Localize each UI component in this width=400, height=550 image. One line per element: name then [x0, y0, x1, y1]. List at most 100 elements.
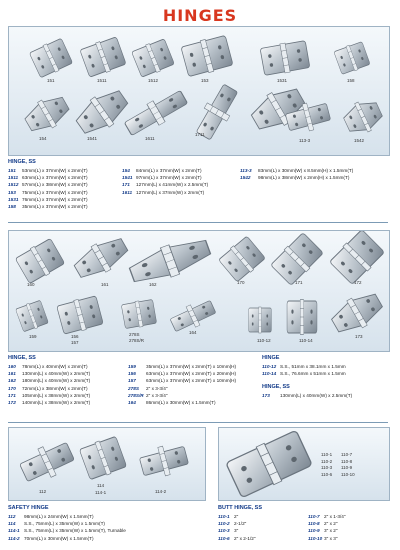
part-dimensions: 3" x 3"	[324, 535, 338, 541]
code-table-cell: 110-1	[321, 452, 333, 457]
part-code: 156	[128, 371, 136, 377]
hinge-161	[73, 238, 129, 278]
code-table-row: 110-1 110-7	[321, 452, 361, 459]
hinge-113-3	[285, 102, 331, 132]
part-code: 112	[8, 514, 16, 519]
page-title: HINGES	[162, 6, 238, 25]
spec-row: 114-1 S.S., 75mm(L) x 35mm(W) x 1.5mm(T),…	[8, 527, 126, 534]
part-code: 110-10	[308, 535, 323, 541]
spec-row: 170 72mm(L) x 38mm(W) x 2mm(T)	[8, 385, 90, 392]
code-table-cell: 110-2	[321, 458, 333, 464]
hinge-1541	[75, 90, 129, 134]
part-code: 114	[8, 521, 16, 527]
part-dimensions: 35mm(L) x 37mm(W) x 2mm(T) x 10mm(H)	[146, 364, 237, 369]
code-table-cell: 110-7	[341, 452, 353, 457]
part-code: 170	[8, 385, 16, 391]
spec-row: 110-8 2" x 2"	[308, 520, 346, 527]
caption-171: 171	[295, 280, 303, 285]
part-dimensions: 98mm(L) x 24mm(W) x 1.5mm(T)	[24, 514, 94, 519]
hinge-1531	[260, 40, 310, 76]
caption-110-12: 110-12	[257, 338, 271, 343]
caption-159: 159	[29, 334, 37, 339]
caption-1542: 1542	[354, 138, 365, 143]
hinge-159	[15, 300, 49, 332]
hinge-171	[271, 233, 323, 285]
code-table-cell: 110-6	[321, 471, 333, 477]
hinge-114	[79, 436, 127, 480]
product-photo-panel-1: 151 1511 1512 153 1531 158 154 1541 1611…	[8, 26, 390, 156]
part-dimensions: 72mm(L) x 38mm(W) x 2mm(T)	[22, 385, 88, 391]
caption-153: 153	[201, 78, 209, 83]
caption-1512: 1512	[148, 78, 159, 83]
caption-156: 156	[71, 334, 79, 339]
part-dimensions: 98mm(L) x 38mm(W) x 2mm(H) x 1.5mm(T)	[258, 175, 350, 181]
hinge-278s	[121, 299, 157, 329]
caption-161: 161	[101, 282, 109, 287]
caption-170: 170	[237, 280, 245, 285]
part-code: 110-3	[218, 528, 230, 534]
caption-1511: 1511	[97, 78, 107, 83]
part-dimensions: 2" x 2-1/2"	[234, 535, 256, 541]
spec-row: 1542 98mm(L) x 38mm(W) x 2mm(H) x 1.5mm(T…	[240, 174, 353, 181]
part-dimensions: 57mm(L) x 38mm(W) x 2mm(T)	[22, 182, 88, 188]
caption-1531: 1531	[277, 78, 288, 83]
part-code: 110-9	[308, 528, 320, 534]
caption-151: 151	[47, 78, 55, 83]
part-code: 110-8	[308, 521, 320, 527]
hinge-156	[57, 295, 103, 335]
part-dimensions: 105mm(L) x 38mm(W) x 2mm(T)	[22, 392, 91, 398]
product-photo-panel-3: 112 114 114-1 114-2	[8, 427, 206, 501]
part-code: 110-7	[308, 514, 320, 519]
part-dimensions: 2" x 3-3/4"	[146, 392, 168, 398]
part-dimensions: 2" x 1-3/4"	[324, 514, 346, 519]
part-dimensions: 2" x 2"	[324, 521, 338, 527]
caption-114-1: 114-1	[95, 490, 107, 495]
part-code: 160	[8, 364, 16, 369]
code-table-cell: 110-8	[341, 458, 353, 464]
caption-114: 114	[97, 483, 105, 488]
part-dimensions: S.S., 75mm(L) x 35mm(W) x 1.5mm(T), Turn…	[24, 528, 126, 534]
hinge-110-14	[286, 299, 318, 335]
part-dimensions: 130mm(L) x 40mm(W) x 2mm(T)	[22, 371, 91, 377]
part-code: 114-1	[8, 528, 20, 534]
spec-row: 110-3 3"	[218, 527, 256, 534]
hinge-1542	[343, 101, 383, 133]
part-code: 1512	[8, 182, 19, 188]
part-code: 153	[8, 189, 16, 195]
part-code: 1511	[8, 175, 19, 181]
hinge-110-12	[248, 306, 272, 334]
hinge-butt-large	[226, 431, 312, 497]
caption-172: 172	[354, 280, 362, 285]
part-dimensions: S.S., 76.6mm x 51mm x 1.5mm	[280, 371, 346, 377]
caption-114-2: 114-2	[155, 489, 167, 494]
part-code: 159	[128, 364, 136, 369]
part-dimensions: 2" x 3-3/4"	[146, 385, 168, 391]
spec-row: 159 35mm(L) x 37mm(W) x 2mm(T) x 10mm(H)	[128, 363, 236, 370]
caption-157: 157	[71, 340, 79, 345]
part-code: 1542	[240, 175, 251, 181]
part-dimensions: 75mm(L) x 37mm(W) x 2mm(T)	[22, 189, 88, 195]
part-dimensions: 84mm(L) x 37mm(W) x 2mm(T)	[136, 168, 202, 173]
part-code: 154	[122, 168, 130, 173]
part-dimensions: 3"	[234, 528, 239, 534]
part-code: 110-14	[262, 371, 277, 377]
